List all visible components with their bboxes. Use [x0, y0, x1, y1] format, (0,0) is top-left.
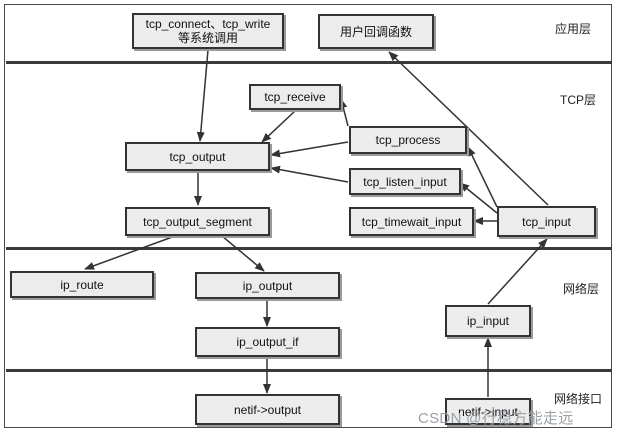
node-tcp-receive: tcp_receive — [249, 84, 341, 110]
arrow-tcp-input-to-tcp-listen-input — [459, 182, 498, 214]
arrow-tcp-receive-to-tcp-output — [261, 110, 296, 143]
arrow-segment-to-ip-output — [221, 235, 265, 272]
node-ip-output: ip_output — [195, 272, 340, 299]
network-netif-divider — [6, 369, 612, 372]
node-netif-output: netif->output — [195, 394, 340, 425]
arrow-tcp-input-to-callback — [388, 51, 549, 206]
layer-label-tcp: TCP层 — [560, 93, 597, 107]
node-netif-input: netif->input — [445, 398, 531, 425]
app-tcp-divider — [6, 61, 612, 64]
arrow-tcp-connect-to-tcp-output — [196, 49, 209, 142]
node-tcp-connect-write-line2: 等系统调用 — [177, 31, 238, 45]
layer-label-netif: 网络接口 — [554, 392, 603, 406]
diagram-frame — [4, 4, 612, 428]
watermark-text: CSDN @行稳方能走远 — [418, 410, 574, 427]
node-ip-output-if: ip_output_if — [195, 327, 340, 357]
arrow-tcp-process-to-tcp-output — [270, 141, 349, 158]
arrow-tcp-listen-input-to-tcp-output — [270, 165, 349, 183]
layer-label-network: 网络层 — [563, 282, 600, 296]
node-tcp-timewait-input: tcp_timewait_input — [349, 207, 474, 236]
layer-label-app: 应用层 — [555, 22, 592, 36]
node-tcp-output-segment: tcp_output_segment — [125, 207, 270, 236]
arrow-ip-input-to-tcp-input — [487, 238, 548, 305]
node-tcp-output: tcp_output — [125, 142, 270, 171]
node-tcp-input: tcp_input — [497, 206, 596, 237]
node-ip-route: ip_route — [10, 271, 154, 298]
node-ip-input: ip_input — [445, 305, 531, 337]
node-tcp-listen-input: tcp_listen_input — [349, 168, 461, 195]
tcp-network-divider — [6, 247, 612, 250]
node-tcp-process: tcp_process — [349, 126, 467, 154]
arrow-tcp-process-to-tcp-receive — [339, 98, 349, 127]
arrow-segment-to-ip-route — [84, 235, 176, 270]
node-tcp-connect-write-line1: tcp_connect、tcp_write — [145, 17, 271, 31]
node-user-callback: 用户回调函数 — [318, 14, 434, 49]
arrow-tcp-input-to-tcp-process — [467, 146, 498, 208]
node-tcp-connect-write: tcp_connect、tcp_write 等系统调用 — [132, 13, 284, 49]
